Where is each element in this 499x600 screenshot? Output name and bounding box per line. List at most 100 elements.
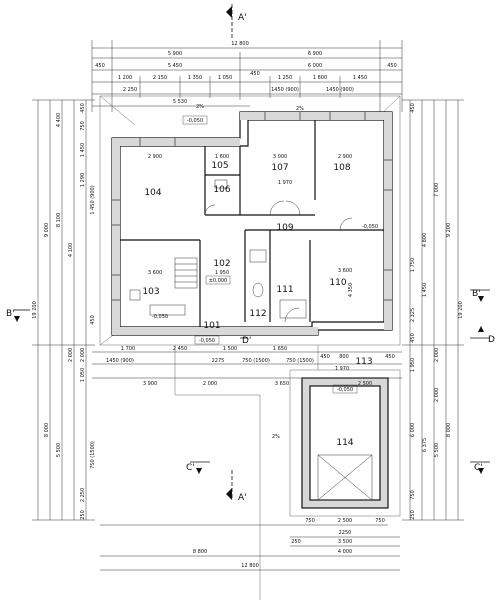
mid-dim-row2-a: 1450 (900) [106, 358, 134, 364]
bottom-dim-row-a: 8 800 [193, 549, 207, 555]
top-dim-row4-d: 1 050 [218, 75, 232, 81]
top-dim-row3-b: 5 450 [168, 63, 182, 69]
level-annotations: -0,050 ±0,000 -0,050 -0,050 -0,050 -0,05… [152, 115, 378, 394]
mid-dim-near113-c: 450 [385, 354, 395, 360]
left-dim-detail-c: 1 450 [80, 143, 86, 157]
room-107: 107 [271, 163, 288, 173]
mid-dim-row2-b: 2275 [212, 358, 225, 364]
room-dim-a: 3 000 [273, 154, 287, 160]
right-dim-detail-f: 1 950 [410, 358, 416, 372]
left-dim-outer-b: 8 000 [44, 423, 50, 437]
right-dim-detail-e: 450 [410, 333, 416, 343]
left-dim-detail-i: 750 (1500) [90, 441, 96, 469]
room-105: 105 [211, 161, 228, 171]
right-dim-detail-b: 1 750 [410, 258, 416, 272]
right-dim-outer-b: 8 000 [446, 423, 452, 437]
top-dim-row4-c: 1 350 [188, 75, 202, 81]
slope-mark-b: 2% [272, 434, 280, 440]
right-dim-inner-c: 2 000 [434, 348, 440, 362]
bottom-dim-row-c-b: 2 500 [338, 518, 352, 524]
level-mark-c: -0,050 [199, 338, 215, 344]
section-label-a-bottom: A' [238, 493, 247, 503]
top-dim-row5-a: 2 250 [123, 87, 137, 93]
top-dim-row2-a: 5 900 [168, 51, 182, 57]
room-102: 102 [213, 259, 230, 269]
room-dim-b: 2 900 [338, 154, 352, 160]
left-dim-detail-k: 450 [90, 315, 96, 325]
left-dim-detail-a: 450 [80, 103, 86, 113]
left-dimension-labels: 19 200 9 000 8 000 4 400 8 100 4 100 2 0… [32, 103, 96, 520]
room-101: 101 [203, 321, 220, 331]
top-dim-row4-b: 2 150 [153, 75, 167, 81]
right-dimension-chains [402, 99, 464, 521]
top-dim-row3-c: 6 000 [308, 63, 322, 69]
mid-dim-row1-a: 1 700 [121, 346, 135, 352]
room-110: 110 [329, 278, 346, 288]
bottom-dim-row-f: 250 [291, 539, 301, 545]
left-dim-inner-d: 2 000 [68, 348, 74, 362]
mid-dim-row1-d: 1 650 [273, 346, 287, 352]
level-mark-a: -0,050 [187, 118, 203, 124]
top-dim-row4-g: 1 450 [353, 75, 367, 81]
room-113: 113 [355, 357, 372, 367]
top-dim-row6: 5 530 [173, 99, 187, 105]
top-dimension-chains [91, 40, 403, 112]
section-label-b-left: B' [6, 309, 15, 319]
left-dim-inner-b: 8 100 [56, 213, 62, 227]
right-dim-inner-b: 4 800 [422, 233, 428, 247]
section-label-c-right: C' [474, 463, 483, 473]
mid-dim-row1-b: 2 450 [173, 346, 187, 352]
section-label-c-left: C' [186, 463, 195, 473]
room-104: 104 [144, 188, 161, 198]
mid-dim-row3-c: 3 650 [275, 381, 289, 387]
top-dim-total: 12 800 [231, 41, 249, 47]
room-dimension-annotations: 3 000 2 900 4 350 3 600 2 900 3 600 1 95… [148, 154, 354, 297]
bottom-dim-total: 12 800 [241, 563, 259, 569]
room-108: 108 [333, 163, 350, 173]
level-mark-d: -0,050 [337, 387, 353, 393]
right-dim-outer-total: 19 200 [458, 301, 464, 319]
garage-walls [289, 369, 401, 517]
right-dim-detail-d: 2 325 [410, 308, 416, 322]
room-dim-e: 2 900 [148, 154, 162, 160]
bottom-dim-row-c-a: 750 [305, 518, 315, 524]
mid-dim-row1-c: 1 500 [223, 346, 237, 352]
left-dim-inner-e: 5 500 [56, 443, 62, 457]
room-labels: 101 102 103 104 105 106 107 108 109 110 … [142, 161, 372, 448]
level-mark-e: -0,050 [362, 224, 378, 230]
house-walls [111, 111, 393, 336]
top-dim-row4-e: 1 250 [278, 75, 292, 81]
left-dim-detail-g: 1 050 [80, 368, 86, 382]
room-dim-c: 4 350 [348, 283, 354, 297]
room-114: 114 [336, 438, 353, 448]
right-dim-outer-a: 9 200 [446, 223, 452, 237]
room-111: 111 [276, 285, 293, 295]
left-dim-inner-a: 4 400 [56, 113, 62, 127]
mid-dimension-chains [92, 351, 402, 379]
room-dim-f: 3 600 [338, 268, 352, 274]
level-mark-f: -0,050 [152, 314, 168, 320]
left-dim-detail-f: 2 000 [80, 348, 86, 362]
right-dim-detail-c: 1 450 [422, 283, 428, 297]
left-dim-detail-h: 2 250 [80, 488, 86, 502]
slope-annotations: 2% 2% 2% [196, 104, 304, 440]
room-112: 112 [249, 309, 266, 319]
right-dim-inner-d: 6 375 [422, 438, 428, 452]
section-label-d-right: D [488, 335, 495, 345]
right-dim-detail-h: 6 000 [410, 423, 416, 437]
left-dimension-chains [32, 99, 95, 521]
bottom-dim-row-d: 3 500 [338, 539, 352, 545]
right-dim-detail-a: 450 [410, 103, 416, 113]
mid-dim-row3-b: 2 000 [203, 381, 217, 387]
left-dim-detail-j: 250 [80, 510, 86, 520]
left-dim-detail-e: 1 450 (900) [90, 185, 96, 214]
left-dim-outer-a: 9 000 [44, 223, 50, 237]
right-dimension-labels: 19 200 9 200 8 000 7 000 4 800 2 000 6 3… [410, 103, 464, 520]
room-dim-h: 1 600 [215, 154, 229, 160]
room-106: 106 [213, 185, 230, 195]
mid-dim-near113-a: 450 [320, 354, 330, 360]
level-mark-b: ±0,000 [209, 278, 228, 284]
mid-dim-row2-e: 1 970 [335, 366, 349, 372]
section-label-a-top: A' [238, 13, 247, 23]
